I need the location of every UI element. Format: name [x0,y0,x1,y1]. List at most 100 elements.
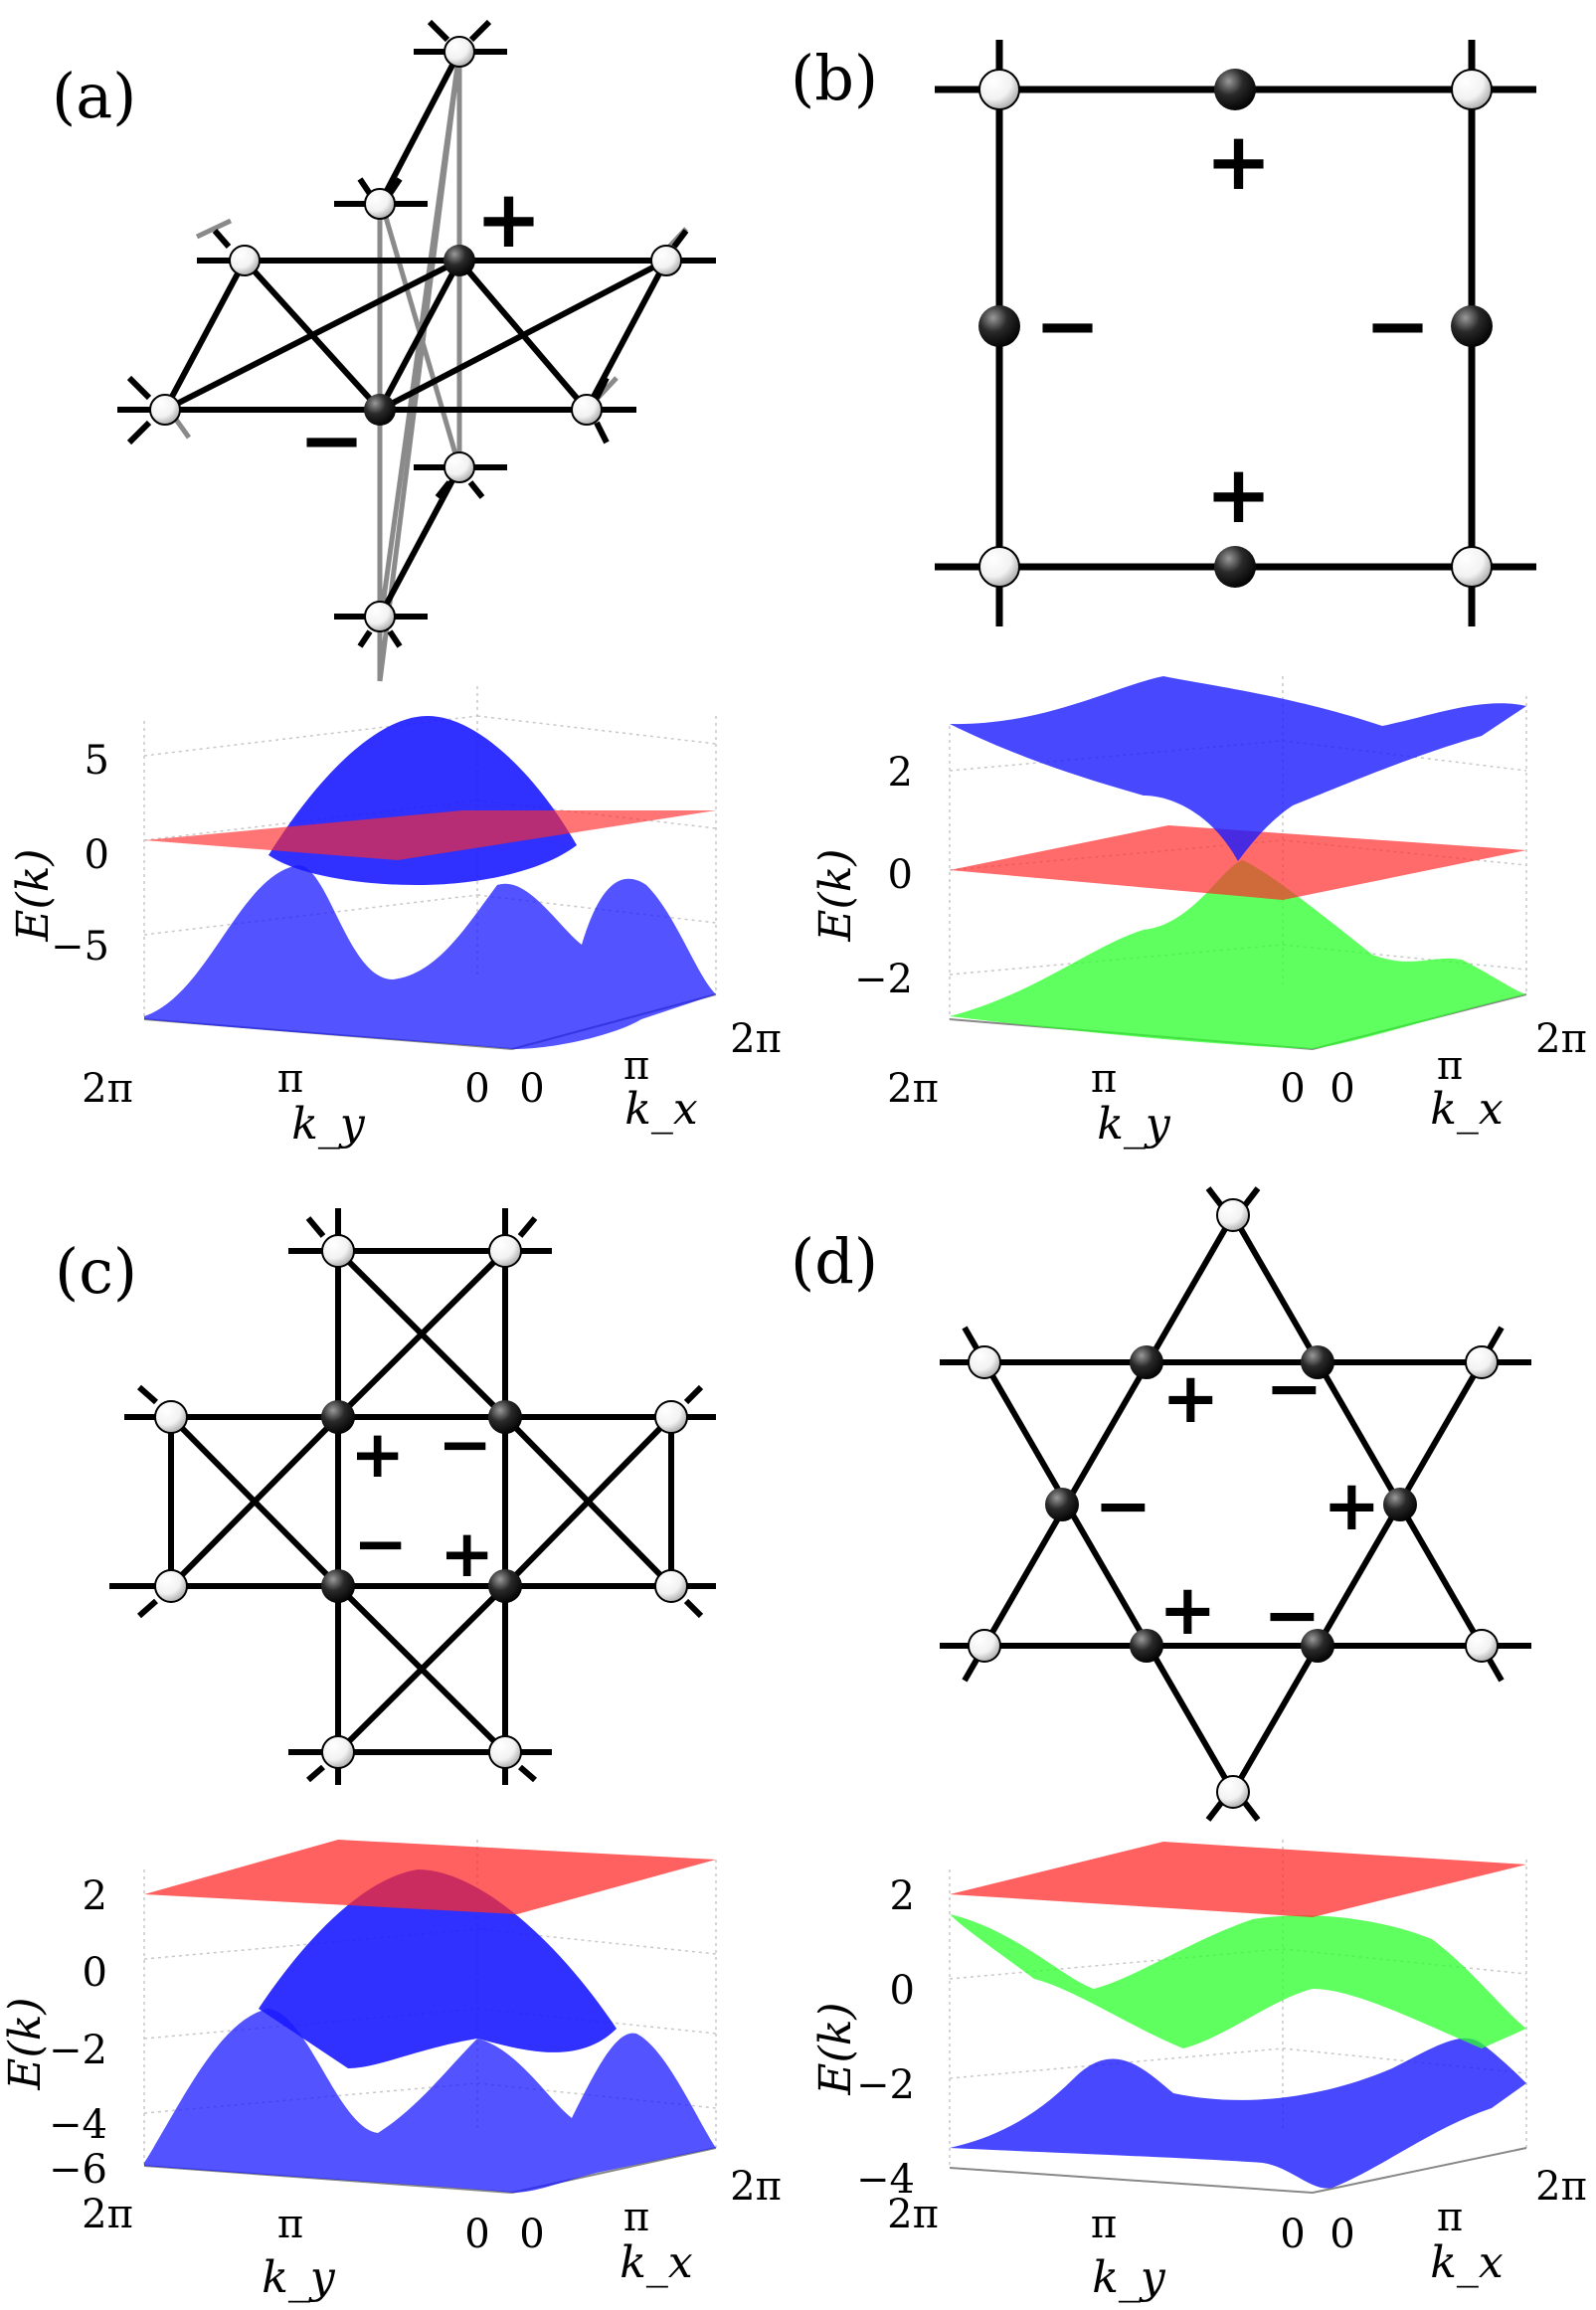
ztick: 2 [890,1873,915,1919]
site-dark [1045,1488,1079,1521]
zlabel: E(k) [810,848,861,942]
kx-tick: π [1437,1043,1463,1089]
sites-c [154,1234,688,1769]
ky-tick: 0 [1280,2212,1305,2257]
ztick: −4 [49,2102,107,2148]
ztick: 0 [85,832,109,878]
ztick: 0 [888,852,913,898]
site-light [978,69,1020,110]
ky-tick: 2π [887,1066,939,1112]
ztick-labels: 2 0 −2 −4 −6 [49,1873,107,2193]
axis-lines [949,2147,1527,2194]
site-light [149,394,181,426]
sign-minus: − [1263,1574,1322,1656]
site-dark [321,1569,355,1603]
lattice-a [117,19,716,682]
panel-c: (c) [55,1208,716,1785]
ztick: −5 [51,924,109,970]
site-dark [364,394,396,426]
site-light [1216,1198,1250,1232]
sign-plus: + [1205,115,1272,208]
ztick-labels: 5 0 −5 [51,738,109,970]
ky-tick: 2π [82,1066,133,1112]
kx-label: k_x [1430,1084,1504,1135]
surface-green [950,860,1526,1049]
site-light [154,1400,188,1434]
ky-tick: 0 [1280,1066,1305,1112]
site-light [968,1345,1001,1379]
panel-c-label: (c) [55,1235,137,1308]
kx-label: k_x [1430,2237,1504,2288]
site-dark [1214,546,1256,588]
zlabel: E(k) [810,2002,861,2095]
site-light [1451,546,1493,588]
ztick: −4 [856,2157,915,2203]
kx-tick: 0 [519,1066,544,1112]
sign-plus: + [1323,1465,1381,1546]
sign-minus: − [298,394,365,486]
sign-plus: + [1158,1569,1217,1651]
site-light [154,1569,188,1603]
kx-tick: 2π [730,2164,782,2210]
ky-tick: π [277,2202,303,2247]
zlabel: E(k) [0,1997,51,2090]
kx-tick: π [623,1043,649,1089]
ky-label: k_y [1092,2252,1166,2303]
kx-label: k_x [620,2237,693,2288]
surface-green [950,1914,1526,2048]
site-light [488,1234,522,1268]
surface-blue [950,2038,1526,2189]
surface-red [950,1842,1526,1917]
ky-tick: 2π [82,2192,133,2237]
site-light [978,546,1020,588]
ky-label: k_y [1097,1099,1171,1150]
kx-tick: π [1437,2195,1463,2240]
ky-tick: π [277,1056,303,1102]
site-dark [488,1400,522,1434]
surface-blue [950,676,1526,861]
site-light [1451,69,1493,110]
sites-b [978,69,1493,588]
site-light [1216,1775,1250,1809]
ztick: 5 [85,738,109,784]
sign-minus: − [353,1506,408,1582]
site-dark [1130,1629,1163,1663]
sign-minus: − [438,1406,492,1483]
site-light [654,1569,688,1603]
ztick: 2 [888,750,913,796]
site-dark [1301,1629,1334,1663]
site-light [443,36,475,68]
site-light [364,601,396,632]
site-dark [443,245,475,276]
site-light [1465,1345,1499,1379]
sites-d [968,1198,1499,1809]
surface-blue [144,2009,716,2193]
kx-tick: 0 [1330,2212,1354,2257]
ky-tick: π [1091,1056,1117,1102]
ztick: 2 [83,1873,107,1919]
ky-tick: 0 [464,2212,489,2257]
site-dark [1451,305,1493,347]
ky-label: k_y [262,2252,336,2303]
lattice-c [109,1208,716,1785]
ky-tick: 0 [464,1066,489,1112]
sign-minus: − [1034,279,1101,372]
ztick: −2 [854,957,913,1002]
band-plot-c: 2 0 −2 −4 −6 E(k) 2π π 0 k_y 0 π 2π k_x [0,1840,782,2303]
kx-tick: 2π [1535,2164,1587,2210]
sign-plus: + [1205,448,1272,541]
site-light [650,245,682,276]
site-light [443,451,475,483]
sign-minus: − [1364,279,1431,372]
site-light [321,1234,355,1268]
site-dark [488,1569,522,1603]
surface-blue [144,865,716,1049]
panel-a: (a) [52,19,716,682]
site-dark [978,305,1020,347]
panel-d-label: (d) [791,1225,878,1298]
ztick-labels: 2 0 −2 [854,750,913,1002]
lattice-d [940,1186,1531,1822]
ztick: 0 [890,1968,915,2014]
surface-red [950,825,1526,900]
kx-tick: π [623,2195,649,2240]
